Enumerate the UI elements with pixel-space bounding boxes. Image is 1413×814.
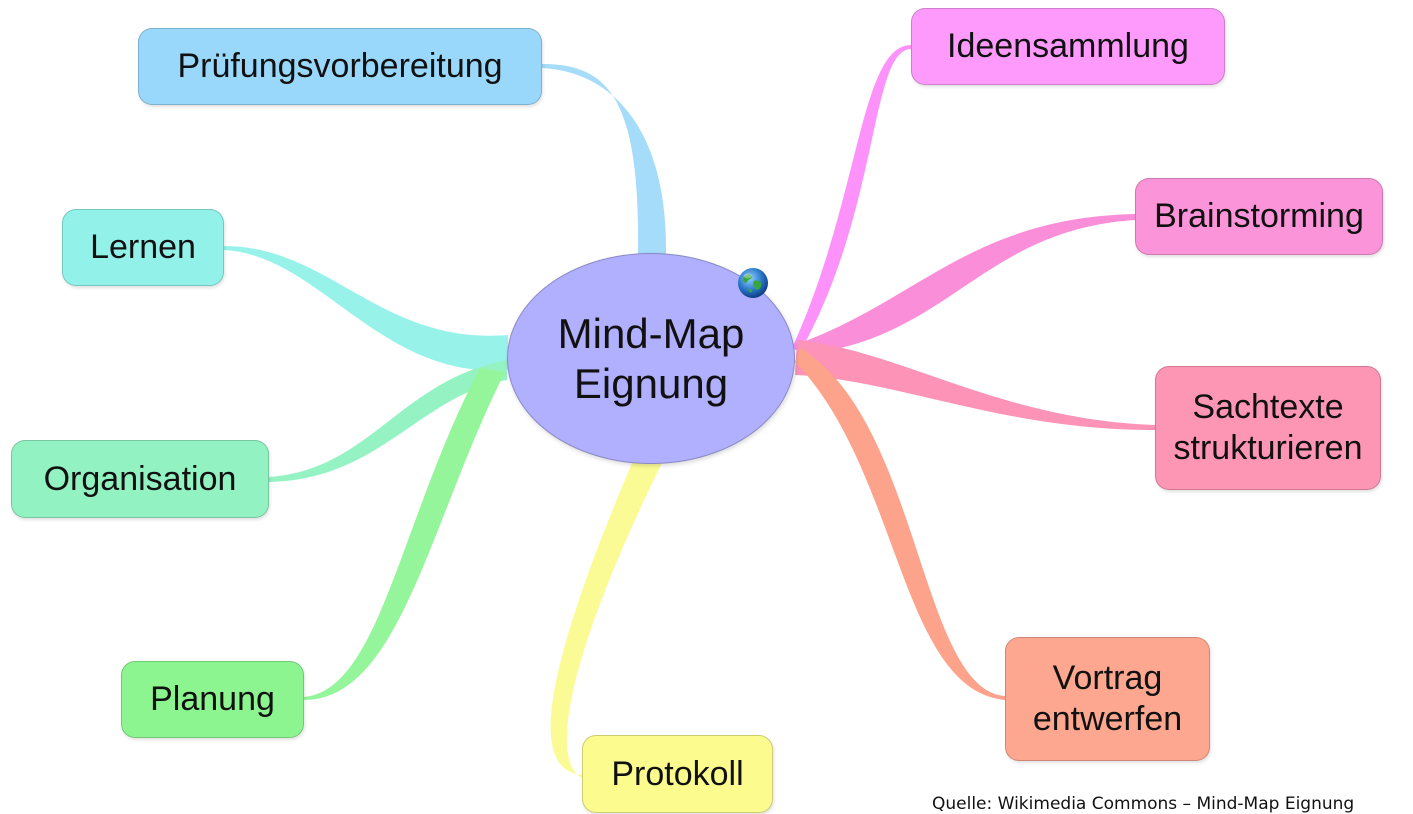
- link-pruefung: [542, 64, 667, 255]
- node-label: Protokoll: [611, 754, 744, 793]
- node-label: Vortrag entwerfen: [1032, 659, 1183, 738]
- node-pruefungsvorbereitung[interactable]: Prüfungsvorbereitung: [138, 28, 542, 105]
- center-node[interactable]: Mind-Map Eignung: [507, 253, 795, 464]
- node-label: Organisation: [43, 459, 237, 498]
- link-protokoll: [550, 463, 662, 778]
- node-protokoll[interactable]: Protokoll: [582, 735, 773, 813]
- node-label: Sachtexte strukturieren: [1173, 388, 1363, 467]
- globe-icon: [738, 268, 768, 298]
- node-label: Prüfungsvorbereitung: [177, 47, 503, 86]
- link-lernen: [224, 246, 508, 371]
- node-label: Ideensammlung: [947, 27, 1189, 66]
- center-label: Mind-Map Eignung: [557, 309, 745, 407]
- link-brain: [795, 214, 1135, 355]
- source-caption: Quelle: Wikimedia Commons – Mind-Map Eig…: [932, 794, 1355, 814]
- node-sachtexte-strukturieren[interactable]: Sachtexte strukturieren: [1155, 366, 1381, 490]
- node-label: Brainstorming: [1154, 197, 1364, 236]
- node-vortrag-entwerfen[interactable]: Vortrag entwerfen: [1005, 637, 1210, 761]
- node-label: Lernen: [90, 228, 196, 267]
- link-vortrag: [795, 348, 1005, 700]
- link-organisation: [269, 360, 507, 482]
- link-ideen: [792, 45, 911, 352]
- node-ideensammlung[interactable]: Ideensammlung: [911, 8, 1225, 85]
- link-sach: [795, 340, 1155, 430]
- link-planung: [304, 368, 505, 700]
- node-planung[interactable]: Planung: [121, 661, 304, 738]
- node-organisation[interactable]: Organisation: [11, 440, 269, 518]
- node-brainstorming[interactable]: Brainstorming: [1135, 178, 1383, 255]
- node-lernen[interactable]: Lernen: [62, 209, 224, 286]
- node-label: Planung: [150, 680, 275, 719]
